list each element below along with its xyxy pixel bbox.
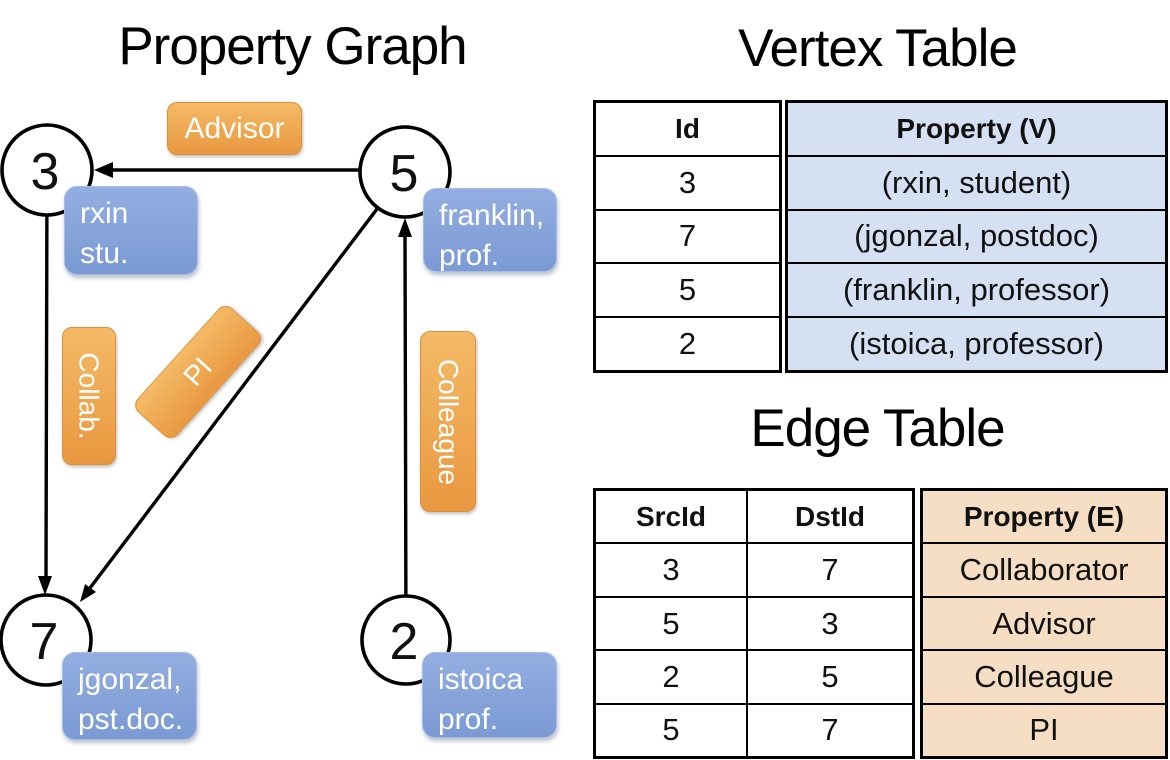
- edge-line-collab-3-to-7: [44, 169, 49, 579]
- edge-dstid-cell: 7: [746, 704, 912, 757]
- table-row: (jgonzal, postdoc): [788, 208, 1165, 263]
- node-label-5: 5: [390, 145, 419, 203]
- vertex-table-title: Vertex Table: [738, 19, 1018, 78]
- table-header-row: Id: [596, 103, 779, 155]
- vertex-property-box-7: jgonzal, pst.doc.: [62, 652, 197, 740]
- edge-table-dstid-header: DstId: [746, 491, 912, 543]
- edge-label-collab: Collab.: [62, 327, 116, 465]
- edge-label-collab-text: Collab.: [74, 352, 106, 440]
- vertex-id-cell: 5: [678, 272, 697, 308]
- edge-table-property-column: Property (E) Collaborator Advisor Collea…: [920, 488, 1168, 759]
- table-row: 2: [596, 316, 779, 370]
- table-row: 2 5: [596, 649, 912, 703]
- vertex-property-line: franklin,: [439, 199, 545, 232]
- edge-dstid-cell: 7: [746, 544, 912, 596]
- edge-table-property-header: Property (E): [963, 500, 1125, 532]
- edge-dstid-cell: 3: [746, 597, 912, 650]
- node-label-2: 2: [390, 613, 419, 671]
- edge-property-cell: PI: [1029, 712, 1059, 748]
- vertex-property-cell: (istoica, professor): [849, 326, 1104, 362]
- edge-label-advisor-text: Advisor: [184, 111, 285, 145]
- vertex-property-box-5: franklin, prof.: [423, 188, 557, 272]
- table-row: Advisor: [923, 595, 1165, 649]
- table-row: 5 3: [596, 595, 912, 650]
- vertex-property-line: jgonzal,: [78, 663, 182, 696]
- edge-property-cell: Collaborator: [959, 552, 1129, 588]
- edge-label-colleague-text: Colleague: [433, 358, 465, 485]
- edge-label-advisor: Advisor: [167, 102, 302, 155]
- vertex-property-cell: (jgonzal, postdoc): [854, 218, 1099, 254]
- table-row: PI: [923, 702, 1165, 756]
- table-row: 3: [596, 154, 779, 209]
- node-label-7: 7: [30, 613, 59, 671]
- edge-srcid-cell: 5: [662, 605, 680, 641]
- table-row: 5: [596, 262, 779, 316]
- node-label-3: 3: [31, 143, 60, 201]
- vertex-table-property-column: Property (V) (rxin, student) (jgonzal, p…: [785, 100, 1168, 373]
- vertex-property-line: rxin: [80, 197, 129, 230]
- vertex-property-cell: (rxin, student): [881, 164, 1072, 200]
- arrowhead-into-7-diagonal: [80, 584, 96, 602]
- vertex-id-cell: 3: [678, 164, 697, 200]
- edge-line-pi-5-to-7: [88, 170, 407, 590]
- table-row: 3 7: [596, 542, 912, 596]
- table-header-row: Property (V): [788, 103, 1165, 155]
- edge-label-pi-text: PI: [177, 351, 219, 392]
- vertex-property-line: prof.: [439, 238, 500, 272]
- vertex-property-cell: (franklin, professor): [842, 272, 1111, 308]
- edge-table-srcid-header: SrcId: [635, 500, 707, 532]
- vertex-property-line: pst.doc.: [78, 702, 184, 736]
- edge-property-cell: Colleague: [974, 658, 1114, 694]
- arrowhead-into-3: [94, 162, 113, 178]
- edge-label-colleague: Colleague: [420, 331, 476, 512]
- edge-table-id-columns: SrcId DstId 3 7 5 3 2 5 5 7: [593, 488, 915, 759]
- vertex-id-cell: 7: [678, 218, 697, 254]
- table-row: (rxin, student): [788, 154, 1165, 209]
- table-header-row: Property (E): [923, 491, 1165, 542]
- edge-line-colleague-2-to-5: [403, 234, 408, 641]
- edge-srcid-cell: 2: [662, 658, 680, 694]
- property-graph-title: Property Graph: [118, 17, 467, 76]
- edge-table-title: Edge Table: [750, 399, 1005, 458]
- edge-property-cell: Advisor: [992, 605, 1096, 641]
- vertex-property-line: istoica: [438, 663, 524, 696]
- vertex-property-box-3: rxin stu.: [64, 186, 198, 275]
- table-row: 5 7: [596, 702, 912, 757]
- table-row: Collaborator: [923, 542, 1165, 595]
- vertex-property-line: stu.: [80, 236, 129, 270]
- vertex-table-property-header: Property (V): [896, 112, 1057, 144]
- vertex-table-id-header: Id: [675, 112, 700, 144]
- vertex-property-box-2: istoica prof.: [422, 652, 557, 738]
- arrowhead-into-5: [398, 218, 412, 237]
- vertex-id-cell: 2: [678, 326, 697, 362]
- edge-srcid-cell: 5: [662, 712, 680, 748]
- edge-dstid-cell: 5: [746, 651, 912, 703]
- arrowhead-into-7-vertical: [38, 576, 52, 595]
- table-header-row: SrcId DstId: [596, 491, 912, 543]
- table-row: 7: [596, 208, 779, 263]
- table-row: (franklin, professor): [788, 262, 1165, 316]
- table-row: Colleague: [923, 649, 1165, 702]
- vertex-table-id-column: Id 3 7 5 2: [593, 100, 782, 373]
- table-row: (istoica, professor): [788, 316, 1165, 370]
- vertex-property-line: prof.: [438, 702, 499, 736]
- edge-srcid-cell: 3: [662, 552, 680, 588]
